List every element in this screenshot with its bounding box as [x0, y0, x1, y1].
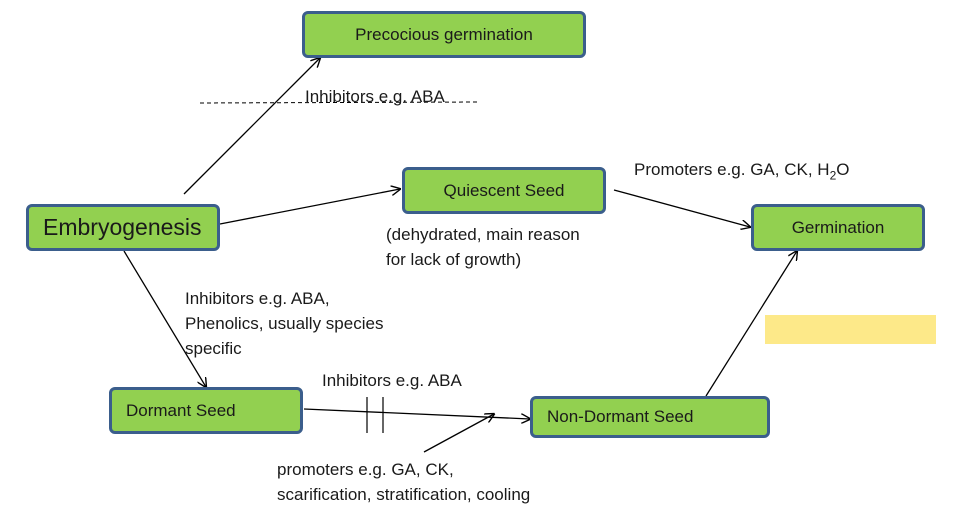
label-dormant-inhibitors-line1: Inhibitors e.g. ABA, [185, 289, 330, 308]
label-promoters-bottom-line2: scarification, stratification, cooling [277, 485, 531, 504]
node-non-dormant-label: Non-Dormant Seed [547, 407, 694, 426]
dashed-block-line [199, 101, 479, 104]
label-dormant-inhibitors-line3: specific [185, 339, 242, 358]
label-promoters-top-prefix: Promoters e.g. GA, CK, H [634, 160, 830, 179]
label-promoters-top-suffix: O [836, 160, 850, 179]
node-germination: Germination [751, 204, 925, 251]
arrow-quiescent-to-germination [613, 189, 750, 227]
label-quiescent-note-line2: for lack of growth) [386, 250, 522, 269]
label-dormant-inhibitors: Inhibitors e.g. ABA, Phenolics, usually … [185, 286, 383, 361]
highlight-box [765, 315, 936, 344]
label-dormant-inhibitors-line2: Phenolics, usually species [185, 314, 384, 333]
node-quiescent-seed: Quiescent Seed [402, 167, 606, 214]
node-embryogenesis: Embryogenesis [26, 204, 220, 251]
arrow-non-dormant-to-germination [705, 251, 797, 397]
label-promoters-top-subscript: 2 [829, 168, 837, 183]
arrow-promoters-to-dormant-path [423, 414, 494, 453]
label-inhibitors-aba-top: Inhibitors e.g. ABA [305, 87, 445, 106]
node-precocious-germination: Precocious germination [302, 11, 586, 58]
label-inhibitors-aba-bottom: Inhibitors e.g. ABA [322, 371, 462, 390]
label-promoters-bottom-line1: promoters e.g. GA, CK, [277, 460, 454, 479]
label-quiescent-note-line1: (dehydrated, main reason [386, 225, 580, 244]
label-promoters-top: Promoters e.g. GA, CK, H2O [634, 157, 849, 188]
node-dormant-label: Dormant Seed [126, 400, 236, 420]
node-non-dormant-seed: Non-Dormant Seed [530, 396, 770, 438]
node-quiescent-label: Quiescent Seed [443, 180, 565, 200]
arrow-embryogenesis-to-precocious [183, 58, 320, 195]
label-quiescent-note: (dehydrated, main reason for lack of gro… [386, 222, 580, 272]
node-germination-label: Germination [791, 217, 885, 237]
node-precocious-label: Precocious germination [355, 24, 533, 44]
arrow-embryogenesis-to-quiescent [219, 189, 400, 225]
arrow-dormant-to-non-dormant [303, 408, 530, 419]
arrow-embryogenesis-to-dormant [123, 250, 206, 387]
node-embryogenesis-label: Embryogenesis [43, 214, 202, 240]
label-promoters-bottom: promoters e.g. GA, CK, scarification, st… [277, 457, 530, 507]
node-dormant-seed: Dormant Seed [109, 387, 303, 434]
